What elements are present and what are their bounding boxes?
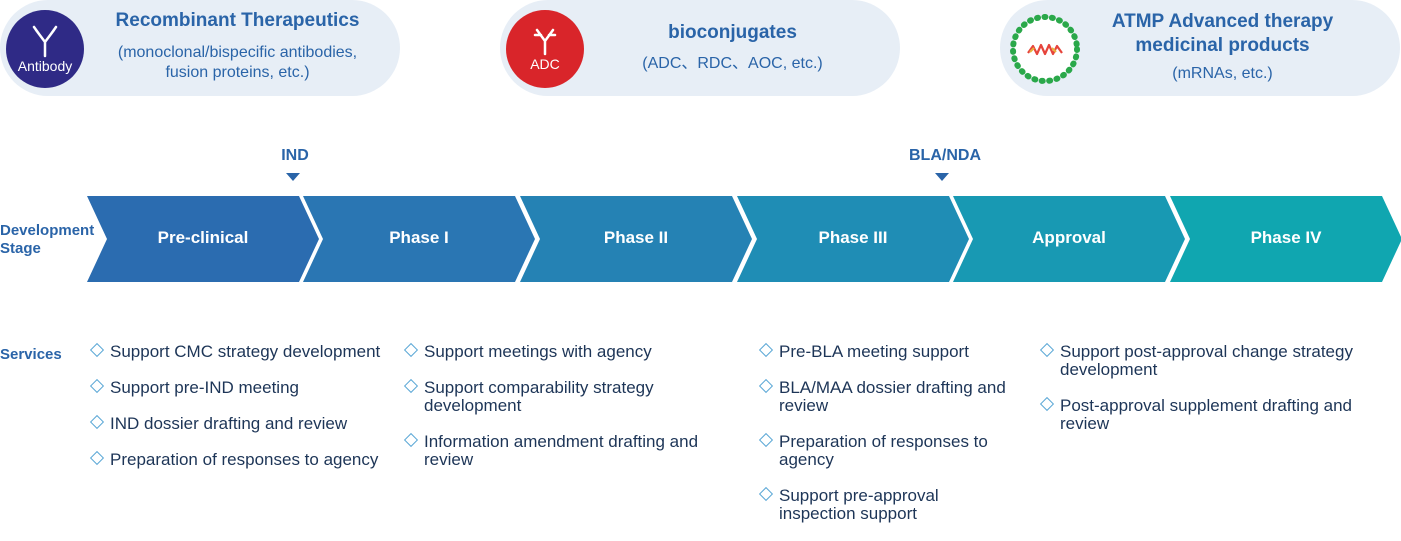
service-text: Support meetings with agency — [424, 342, 652, 361]
diamond-bullet-icon — [758, 432, 774, 448]
service-item: Support pre-IND meeting — [89, 378, 390, 397]
service-text: BLA/MAA dossier drafting and review — [779, 378, 1006, 415]
service-text: Preparation of responses to agency — [779, 432, 988, 469]
stage-label: Phase III — [818, 228, 888, 247]
stage-chevron-pre-clinical — [87, 196, 319, 282]
category-title: bioconjugates — [668, 22, 797, 43]
development-stage-label: Development Stage — [0, 222, 95, 257]
milestone-bla-marker — [935, 173, 949, 181]
milestone-ind: IND — [281, 147, 309, 164]
diamond-bullet-icon — [403, 432, 419, 448]
diamond-bullet-icon — [89, 450, 105, 466]
stage-chevron-approval — [953, 196, 1185, 282]
category-title: Recombinant Therapeutics — [115, 10, 360, 31]
category-card-recombinant: Antibody Recombinant Therapeutics (monoc… — [0, 0, 400, 96]
diamond-bullet-icon — [1039, 396, 1055, 412]
diamond-bullet-icon — [758, 342, 774, 358]
service-item: Support CMC strategy development — [89, 342, 390, 361]
service-text: Preparation of responses to agency — [110, 450, 379, 469]
stage-label: Phase II — [603, 228, 669, 247]
badge-label: ADC — [530, 56, 560, 72]
stage-label: Pre-clinical — [157, 228, 249, 247]
category-subtitle: (monoclonal/bispecific antibodies, fusio… — [117, 44, 358, 81]
stage-chevrons — [87, 196, 1401, 282]
adc-badge: ADC — [506, 10, 584, 88]
category-card-bioconjugates: ADC bioconjugates (ADC、RDC、AOC, etc.) — [500, 0, 900, 96]
category-card-atmp: ATMP Advanced therapy medicinal products… — [1000, 0, 1400, 96]
category-subtitle: (mRNAs, etc.) — [1172, 65, 1273, 82]
stage-label: Approval — [1032, 228, 1106, 247]
service-text: Support pre-IND meeting — [110, 378, 299, 397]
stage-label: Phase I — [389, 228, 449, 247]
mrna-icon — [1010, 14, 1080, 84]
service-item: Preparation of responses to agency — [758, 432, 1019, 469]
service-text: Support CMC strategy development — [110, 342, 381, 361]
diamond-bullet-icon — [1039, 342, 1055, 358]
diamond-bullet-icon — [758, 378, 774, 394]
service-item: Support post-approval change strategy de… — [1039, 342, 1400, 379]
diamond-bullet-icon — [89, 414, 105, 430]
services-label: Services — [0, 346, 62, 363]
badge-label: Antibody — [17, 58, 73, 74]
service-text: Support pre-approval inspection support — [779, 486, 939, 523]
antibody-icon — [32, 25, 58, 58]
service-item: Information amendment drafting and revie… — [403, 432, 704, 469]
stage-chevron-phase-iv — [1170, 196, 1401, 282]
category-subtitle: (ADC、RDC、AOC, etc.) — [642, 55, 823, 72]
service-item: Support comparability strategy developme… — [403, 378, 704, 415]
mrna-badge — [1006, 10, 1084, 88]
stage-chevron-phase-iii — [737, 196, 969, 282]
diamond-bullet-icon — [403, 378, 419, 394]
service-item: Preparation of responses to agency — [89, 450, 390, 469]
milestone-ind-marker — [286, 173, 300, 181]
antibody-badge: Antibody — [6, 10, 84, 88]
service-text: Post-approval supplement drafting and re… — [1060, 396, 1353, 433]
service-item: BLA/MAA dossier drafting and review — [758, 378, 1019, 415]
service-text: Support post-approval change strategy de… — [1060, 342, 1353, 379]
service-text: Pre-BLA meeting support — [779, 342, 969, 361]
service-text: IND dossier drafting and review — [110, 414, 348, 433]
service-text: Information amendment drafting and revie… — [424, 432, 699, 469]
service-text: Support comparability strategy developme… — [424, 378, 654, 415]
diamond-bullet-icon — [758, 486, 774, 502]
stage-label: Phase IV — [1250, 228, 1322, 247]
stage-chevron-phase-ii — [520, 196, 752, 282]
diamond-bullet-icon — [89, 378, 105, 394]
diamond-bullet-icon — [89, 342, 105, 358]
service-item: Pre-BLA meeting support — [758, 342, 1019, 361]
service-item: Post-approval supplement drafting and re… — [1039, 396, 1400, 433]
adc-antibody-icon — [533, 28, 557, 56]
service-item: IND dossier drafting and review — [89, 414, 390, 433]
services-column: Support post-approval change strategy de… — [1039, 342, 1400, 451]
service-item: Support meetings with agency — [403, 342, 704, 361]
category-title: ATMP Advanced therapy medicinal products — [1111, 11, 1334, 56]
stage-chevron-phase-i — [303, 196, 535, 282]
milestone-bla: BLA/NDA — [909, 147, 981, 164]
service-item: Support pre-approval inspection support — [758, 486, 1019, 523]
diamond-bullet-icon — [403, 342, 419, 358]
